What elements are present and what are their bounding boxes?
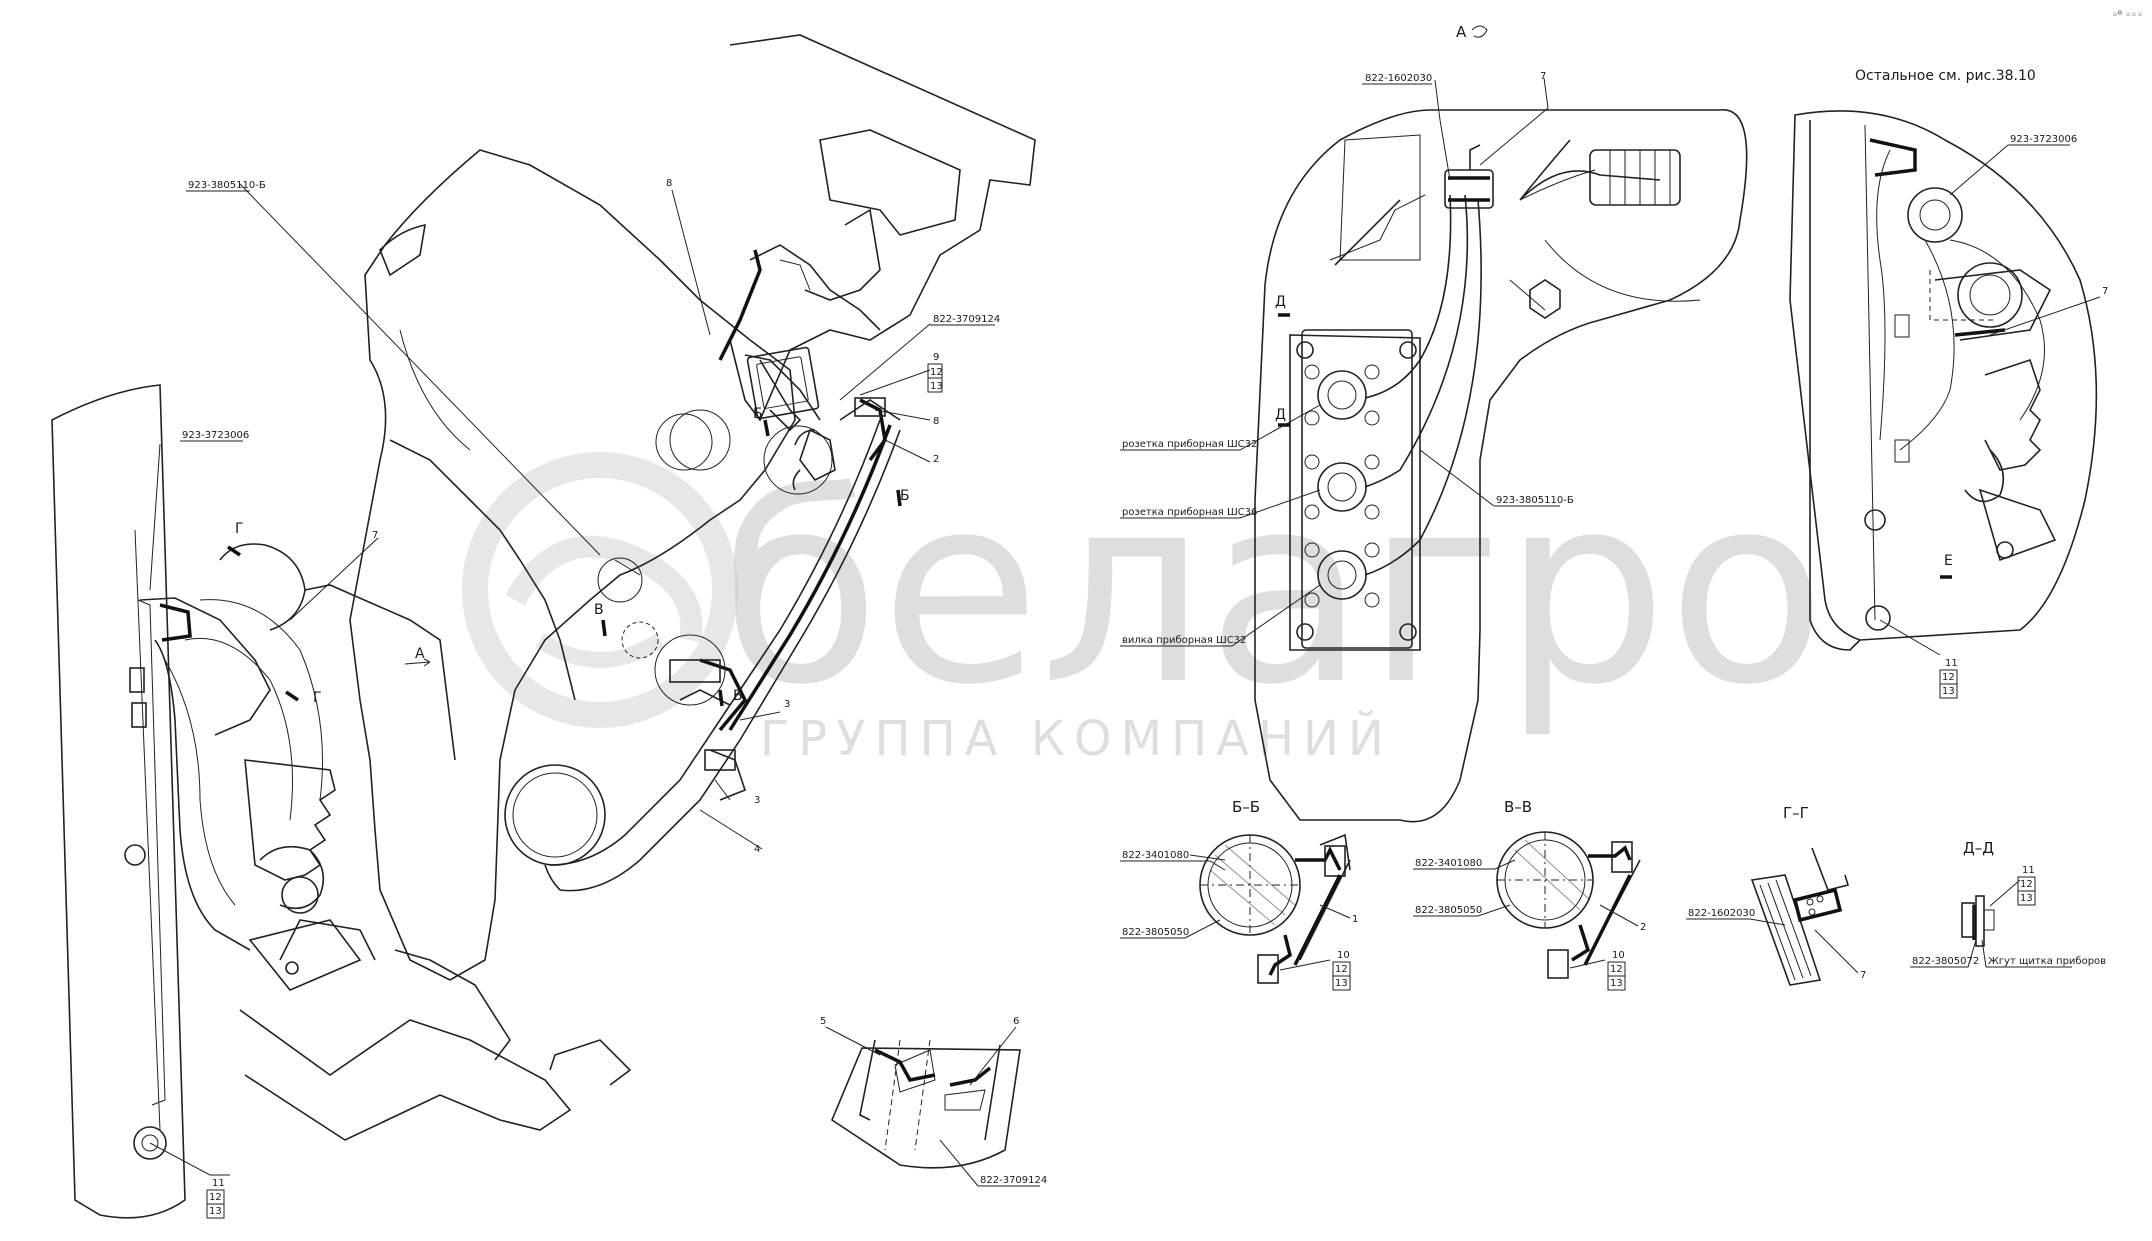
- pos-13-a: 13: [930, 381, 943, 392]
- label-822-1602030-gg: 822-1602030: [1688, 908, 1755, 919]
- label-822-3805050-bb: 822-3805050: [1122, 927, 1189, 938]
- label-923-3805110-b-a: 923-3805110-Б: [1496, 495, 1574, 506]
- pos-7-right: 7: [2102, 286, 2108, 297]
- label-923-3723006: 923-3723006: [182, 430, 249, 441]
- label-822-3805072: 822-3805072: [1912, 956, 1979, 967]
- pos-4: 4: [754, 844, 760, 855]
- hose-outline-outer: [559, 429, 901, 892]
- pos-11-bl: 11: [212, 1178, 225, 1189]
- section-mark-g2: Г: [313, 690, 322, 706]
- label-822-3401080-bb: 822-3401080: [1122, 850, 1189, 861]
- pos-7-gg: 7: [1860, 970, 1866, 981]
- section-gg: Г–Г 822-1602030 7: [1686, 804, 1866, 986]
- detail-circle-5: [621, 621, 659, 659]
- pos-3-a: 3: [784, 699, 790, 710]
- pos-12-vv: 12: [1610, 964, 1623, 975]
- right-view-note: Остальное см. рис.38.10: [1855, 68, 2036, 84]
- pos-9: 9: [933, 352, 939, 363]
- label-rozetka-shs32: розетка приборная ШС32: [1122, 439, 1257, 450]
- view-right: Остальное см. рис.38.10 923-3723006 7 Е …: [1789, 68, 2108, 699]
- pos-12-bl: 12: [209, 1192, 222, 1203]
- label-vilka-shs32: вилка приборная ШС32: [1122, 635, 1246, 646]
- section-mark-g1: Г: [235, 521, 244, 537]
- detail-circle-3: [655, 413, 713, 471]
- section-bb: Б–Б 822-3401080 822-3805050 1 10 12 13: [1120, 798, 1358, 991]
- pos-6: 6: [1013, 1016, 1019, 1027]
- pos-7-left: 7: [372, 530, 378, 541]
- pos-8-top: 8: [666, 178, 672, 189]
- pos-11-dd: 11: [2022, 865, 2035, 876]
- watermark-subtitle: ГРУППА КОМПАНИЙ: [760, 710, 1393, 767]
- detail-circle-2: [763, 425, 833, 495]
- section-mark-d1: Д: [1275, 294, 1286, 310]
- main-view: Б Б В В Г Г А 923-3805110-Б 923-3723006 …: [51, 34, 1047, 1219]
- pos-13-bb: 13: [1335, 978, 1348, 989]
- label-822-1602030: 822-1602030: [1365, 73, 1432, 84]
- hose-outline-inner: [549, 419, 881, 866]
- corner-marks: ◦⁰ ◦◦◦: [2112, 10, 2143, 21]
- pos-12-dd: 12: [2020, 879, 2033, 890]
- central-body-outline: [349, 149, 796, 981]
- right-view-outline: [1789, 110, 2098, 641]
- watermark-brand: белагро: [720, 440, 1827, 742]
- pos-3-b: 3: [754, 795, 760, 806]
- watermark: белагро ГРУППА КОМПАНИЙ: [462, 440, 1827, 767]
- pos-12-right: 12: [1942, 672, 1955, 683]
- section-bb-title: Б–Б: [1232, 798, 1260, 816]
- section-vv-title: В–В: [1504, 798, 1532, 816]
- pos-12-a: 12: [930, 367, 943, 378]
- detail-circle-6: [654, 634, 726, 706]
- label-923-3723006-right: 923-3723006: [2010, 134, 2077, 145]
- label-822-3709124-top: 822-3709124: [933, 314, 1000, 325]
- pos-2-right: 2: [933, 454, 939, 465]
- watermark-logo-icon: [462, 452, 738, 728]
- pos-13-dd: 13: [2020, 893, 2033, 904]
- pos-10-vv: 10: [1612, 950, 1625, 961]
- view-mark-a: А: [415, 646, 425, 662]
- pos-8-right: 8: [933, 416, 939, 427]
- view-a: А: [1120, 23, 1748, 823]
- pos-12-bb: 12: [1335, 964, 1348, 975]
- section-mark-v2: В: [733, 688, 743, 704]
- pos-1-bb: 1: [1352, 914, 1358, 925]
- section-dd-title: Д–Д: [1963, 839, 1994, 857]
- label-rozetka-shs36: розетка приборная ШС36: [1122, 507, 1257, 518]
- label-822-3805050-vv: 822-3805050: [1415, 905, 1482, 916]
- section-mark-d2: Д: [1275, 407, 1286, 423]
- view-a-title: А: [1456, 23, 1467, 41]
- section-mark-v1: В: [594, 602, 604, 618]
- pos-5: 5: [820, 1016, 826, 1027]
- pos-13-bl: 13: [209, 1206, 222, 1217]
- section-vv: В–В 822-3401080 822-3805050 2 10 12 13: [1413, 798, 1646, 991]
- label-822-3709124-bottom: 822-3709124: [980, 1175, 1047, 1186]
- section-dd: Д–Д 11 12 13 822-3805072 Жгут щитка приб…: [1910, 839, 2106, 968]
- pos-7-a: 7: [1540, 71, 1546, 82]
- section-gg-title: Г–Г: [1783, 804, 1809, 822]
- label-923-3805110-b: 923-3805110-Б: [188, 180, 266, 191]
- pos-2-vv: 2: [1640, 922, 1646, 933]
- view-a-outline: [1254, 109, 1748, 823]
- pos-13-vv: 13: [1610, 978, 1623, 989]
- section-mark-b2: Б: [900, 488, 910, 504]
- section-mark-b1: Б: [753, 406, 763, 422]
- pos-13-right: 13: [1942, 686, 1955, 697]
- detail-circle-1: [669, 409, 731, 471]
- pos-10-bb: 10: [1337, 950, 1350, 961]
- label-zhgut-shchitka: Жгут щитка приборов: [1988, 956, 2106, 967]
- pos-11-right: 11: [1945, 658, 1958, 669]
- label-822-3401080-vv: 822-3401080: [1415, 858, 1482, 869]
- section-mark-e: Е: [1944, 553, 1953, 569]
- detail-circle-4: [597, 557, 643, 603]
- left-panel-outline: [51, 384, 186, 1219]
